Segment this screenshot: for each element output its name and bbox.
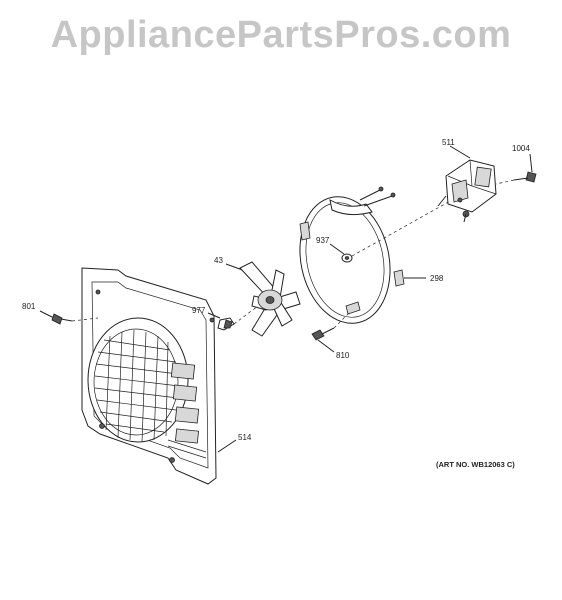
callout-977[interactable]: 977	[192, 306, 206, 315]
part-514-back-panel[interactable]	[81, 267, 217, 485]
part-801-screw[interactable]	[39, 310, 99, 325]
callout-511[interactable]: 511	[442, 138, 455, 147]
part-810-screw[interactable]	[311, 311, 351, 353]
callout-1004[interactable]: 1004	[512, 144, 530, 153]
callout-937[interactable]: 937	[316, 236, 330, 245]
part-298-heating-element[interactable]	[289, 186, 426, 332]
part-43-fan-blade[interactable]	[225, 261, 301, 337]
part-1004-screw[interactable]	[495, 153, 537, 185]
part-511-fan-motor[interactable]	[437, 145, 497, 223]
callout-43[interactable]: 43	[214, 256, 223, 265]
part-977-nut[interactable]	[207, 305, 259, 331]
art-number: (ART NO. WB12063 C)	[436, 460, 515, 469]
panel-vent-grille	[94, 329, 180, 443]
callout-514[interactable]: 514	[238, 433, 252, 442]
callout-298[interactable]: 298	[430, 274, 444, 283]
callout-801[interactable]: 801	[22, 302, 36, 311]
part-937-washer[interactable]	[329, 199, 453, 263]
callout-810[interactable]: 810	[336, 351, 350, 360]
part-514-leader	[217, 439, 237, 453]
site-watermark: AppliancePartsPros.com	[50, 14, 512, 56]
